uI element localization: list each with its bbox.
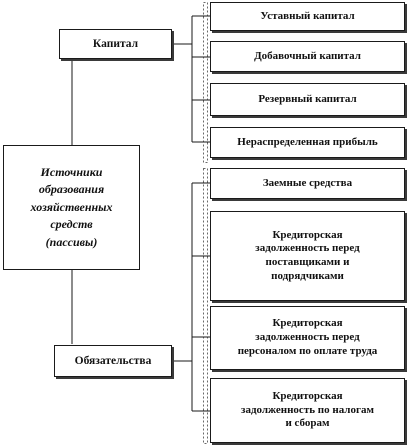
capital-item-4-box: Нераспределенная прибыль bbox=[210, 127, 405, 158]
capital-item-3-box: Резервный капитал bbox=[210, 83, 405, 116]
liabilities-label: Обязательства bbox=[74, 354, 152, 367]
sources-of-funds-box: Источники образования хозяйственных сред… bbox=[3, 145, 140, 270]
capital-item-2-label: Добавочный капитал bbox=[254, 49, 361, 62]
capital-item-3-label: Резервный капитал bbox=[258, 92, 357, 105]
capital-box: Капитал bbox=[59, 29, 172, 59]
capital-label: Капитал bbox=[92, 37, 139, 50]
liabilities-item-4-label: Кредиторская задолженность по налогам и … bbox=[241, 389, 374, 430]
liabilities-item-3-box: Кредиторская задолженность перед персона… bbox=[210, 306, 405, 370]
liabilities-item-3-label: Кредиторская задолженность перед персона… bbox=[237, 317, 378, 357]
capital-item-2-box: Добавочный капитал bbox=[210, 41, 405, 72]
liabilities-item-2-box: Кредиторская задолженность перед поставщ… bbox=[210, 211, 405, 301]
sources-of-funds-label: Источники образования хозяйственных сред… bbox=[30, 165, 113, 249]
liabilities-item-1-label: Заемные средства bbox=[262, 176, 353, 189]
liabilities-item-1-box: Заемные средства bbox=[210, 168, 405, 199]
liabilities-item-2-label: Кредиторская задолженность перед поставщ… bbox=[255, 228, 360, 282]
dashed-frame-liabilities bbox=[203, 168, 208, 444]
dashed-frame-capital bbox=[203, 2, 208, 163]
capital-item-4-label: Нераспределенная прибыль bbox=[237, 135, 378, 148]
liabilities-box: Обязательства bbox=[54, 345, 172, 377]
capital-item-1-box: Уставный капитал bbox=[210, 2, 405, 31]
capital-item-1-label: Уставный капитал bbox=[260, 9, 355, 22]
liabilities-item-4-box: Кредиторская задолженность по налогам и … bbox=[210, 378, 405, 443]
